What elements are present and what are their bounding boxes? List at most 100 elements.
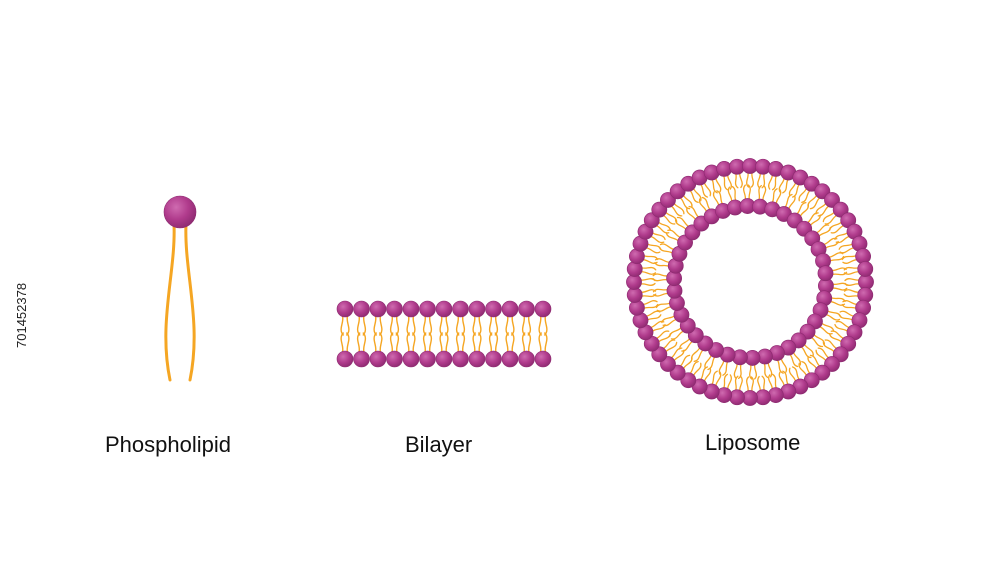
head-circle — [452, 300, 469, 318]
lipid-tail — [670, 330, 685, 340]
lipid-tail — [788, 367, 797, 383]
lipid-tail — [653, 292, 669, 297]
head-circle — [534, 300, 552, 318]
head-circle — [435, 300, 453, 318]
lipid-tail — [655, 330, 670, 340]
lipid-tail — [681, 340, 694, 352]
lipid-tail — [703, 181, 712, 197]
lipid-tail — [731, 185, 737, 202]
lipid-tail — [771, 373, 778, 389]
lipid-tail — [184, 222, 196, 382]
lipid-tail — [389, 315, 394, 336]
lipid-tail — [844, 278, 861, 282]
lipid-tail — [521, 315, 526, 336]
lipid-tail — [813, 333, 826, 345]
lipid-tail — [831, 271, 848, 276]
lipid-tail — [824, 339, 838, 350]
lipid-tail — [715, 177, 722, 193]
lipid-tail — [439, 315, 443, 336]
lipid-tail — [656, 306, 672, 312]
lipid-tail — [478, 332, 482, 353]
lipid-tail — [657, 221, 672, 231]
head-circle — [386, 300, 403, 318]
lipid-tail — [830, 224, 845, 234]
lipid-tail — [843, 289, 860, 293]
lipid-tail — [379, 332, 383, 353]
lipid-tail — [716, 190, 724, 205]
lipid-tail — [800, 346, 812, 359]
lipid-tail — [472, 315, 476, 336]
head-circle — [857, 261, 874, 277]
lipid-tail — [455, 332, 460, 353]
lipid-tail — [839, 247, 855, 254]
lipid-tail — [715, 371, 722, 387]
lipid-tail — [699, 183, 709, 198]
lipid-tail — [703, 367, 712, 383]
lipid-tail — [824, 240, 839, 249]
lipid-tail — [818, 326, 833, 335]
lipid-tail — [835, 320, 851, 329]
lipid-tail — [711, 178, 718, 194]
lipid-tail — [661, 315, 676, 324]
lipid-tail — [750, 376, 754, 393]
lipid-tail — [830, 296, 846, 302]
head-circle — [402, 350, 420, 368]
head-circle — [163, 195, 197, 229]
lipid-tail — [734, 375, 739, 392]
lipid-tail — [822, 341, 835, 353]
lipid-tail — [674, 219, 687, 231]
lipid-tail — [472, 332, 476, 353]
lipid-tail — [701, 196, 711, 211]
lipid-tail — [679, 354, 691, 367]
lipid-tail — [799, 203, 809, 218]
lipid-tail — [761, 172, 766, 189]
lipid-tail — [511, 332, 515, 353]
lipid-tail — [771, 188, 778, 204]
lipid-tail — [792, 351, 802, 366]
lipid-tail — [643, 254, 659, 261]
lipid-tail — [362, 332, 367, 353]
lipid-tail — [784, 193, 793, 208]
lipid-tail — [763, 362, 769, 379]
lipid-tail — [389, 332, 394, 353]
lipid-tail — [692, 187, 702, 202]
lipid-tail — [825, 313, 841, 321]
lipid-tail — [822, 211, 835, 223]
lipid-tail — [712, 191, 720, 207]
bilayer-label: Bilayer — [405, 432, 473, 457]
lipid-tail — [746, 171, 750, 188]
lipid-tail — [652, 273, 669, 277]
lipid-tail — [831, 287, 848, 291]
lipid-tail — [722, 175, 729, 191]
lipid-tail — [768, 174, 773, 190]
lipid-tail — [662, 339, 676, 350]
lipid-tail — [761, 375, 766, 392]
lipid-tail — [767, 361, 773, 378]
lipid-tail — [406, 332, 410, 353]
lipid-tail — [817, 347, 830, 359]
lipid-tail — [722, 360, 729, 376]
bilayer-strip — [336, 300, 552, 368]
head-circle — [336, 350, 354, 368]
lipid-tail — [538, 315, 542, 336]
lipid-tail — [686, 207, 697, 221]
lipid-tail — [406, 315, 410, 336]
lipid-tail — [809, 214, 821, 227]
lipid-tail — [488, 315, 493, 336]
head-circle — [336, 300, 354, 318]
lipid-tail — [665, 211, 678, 223]
lipid-tail — [780, 357, 788, 373]
lipid-tail — [749, 363, 753, 380]
lipid-tail — [346, 332, 350, 353]
lipid-tail — [544, 332, 548, 353]
head-circle — [485, 300, 502, 318]
lipid-tail — [646, 314, 662, 321]
lipid-tail — [733, 362, 738, 379]
lipid-tail — [822, 237, 838, 246]
lipid-tail — [478, 315, 482, 336]
lipid-tail — [809, 197, 821, 210]
lipid-tail — [659, 243, 675, 251]
lipid-tail — [838, 243, 854, 250]
lipid-tail — [488, 332, 493, 353]
head-circle — [518, 350, 535, 368]
